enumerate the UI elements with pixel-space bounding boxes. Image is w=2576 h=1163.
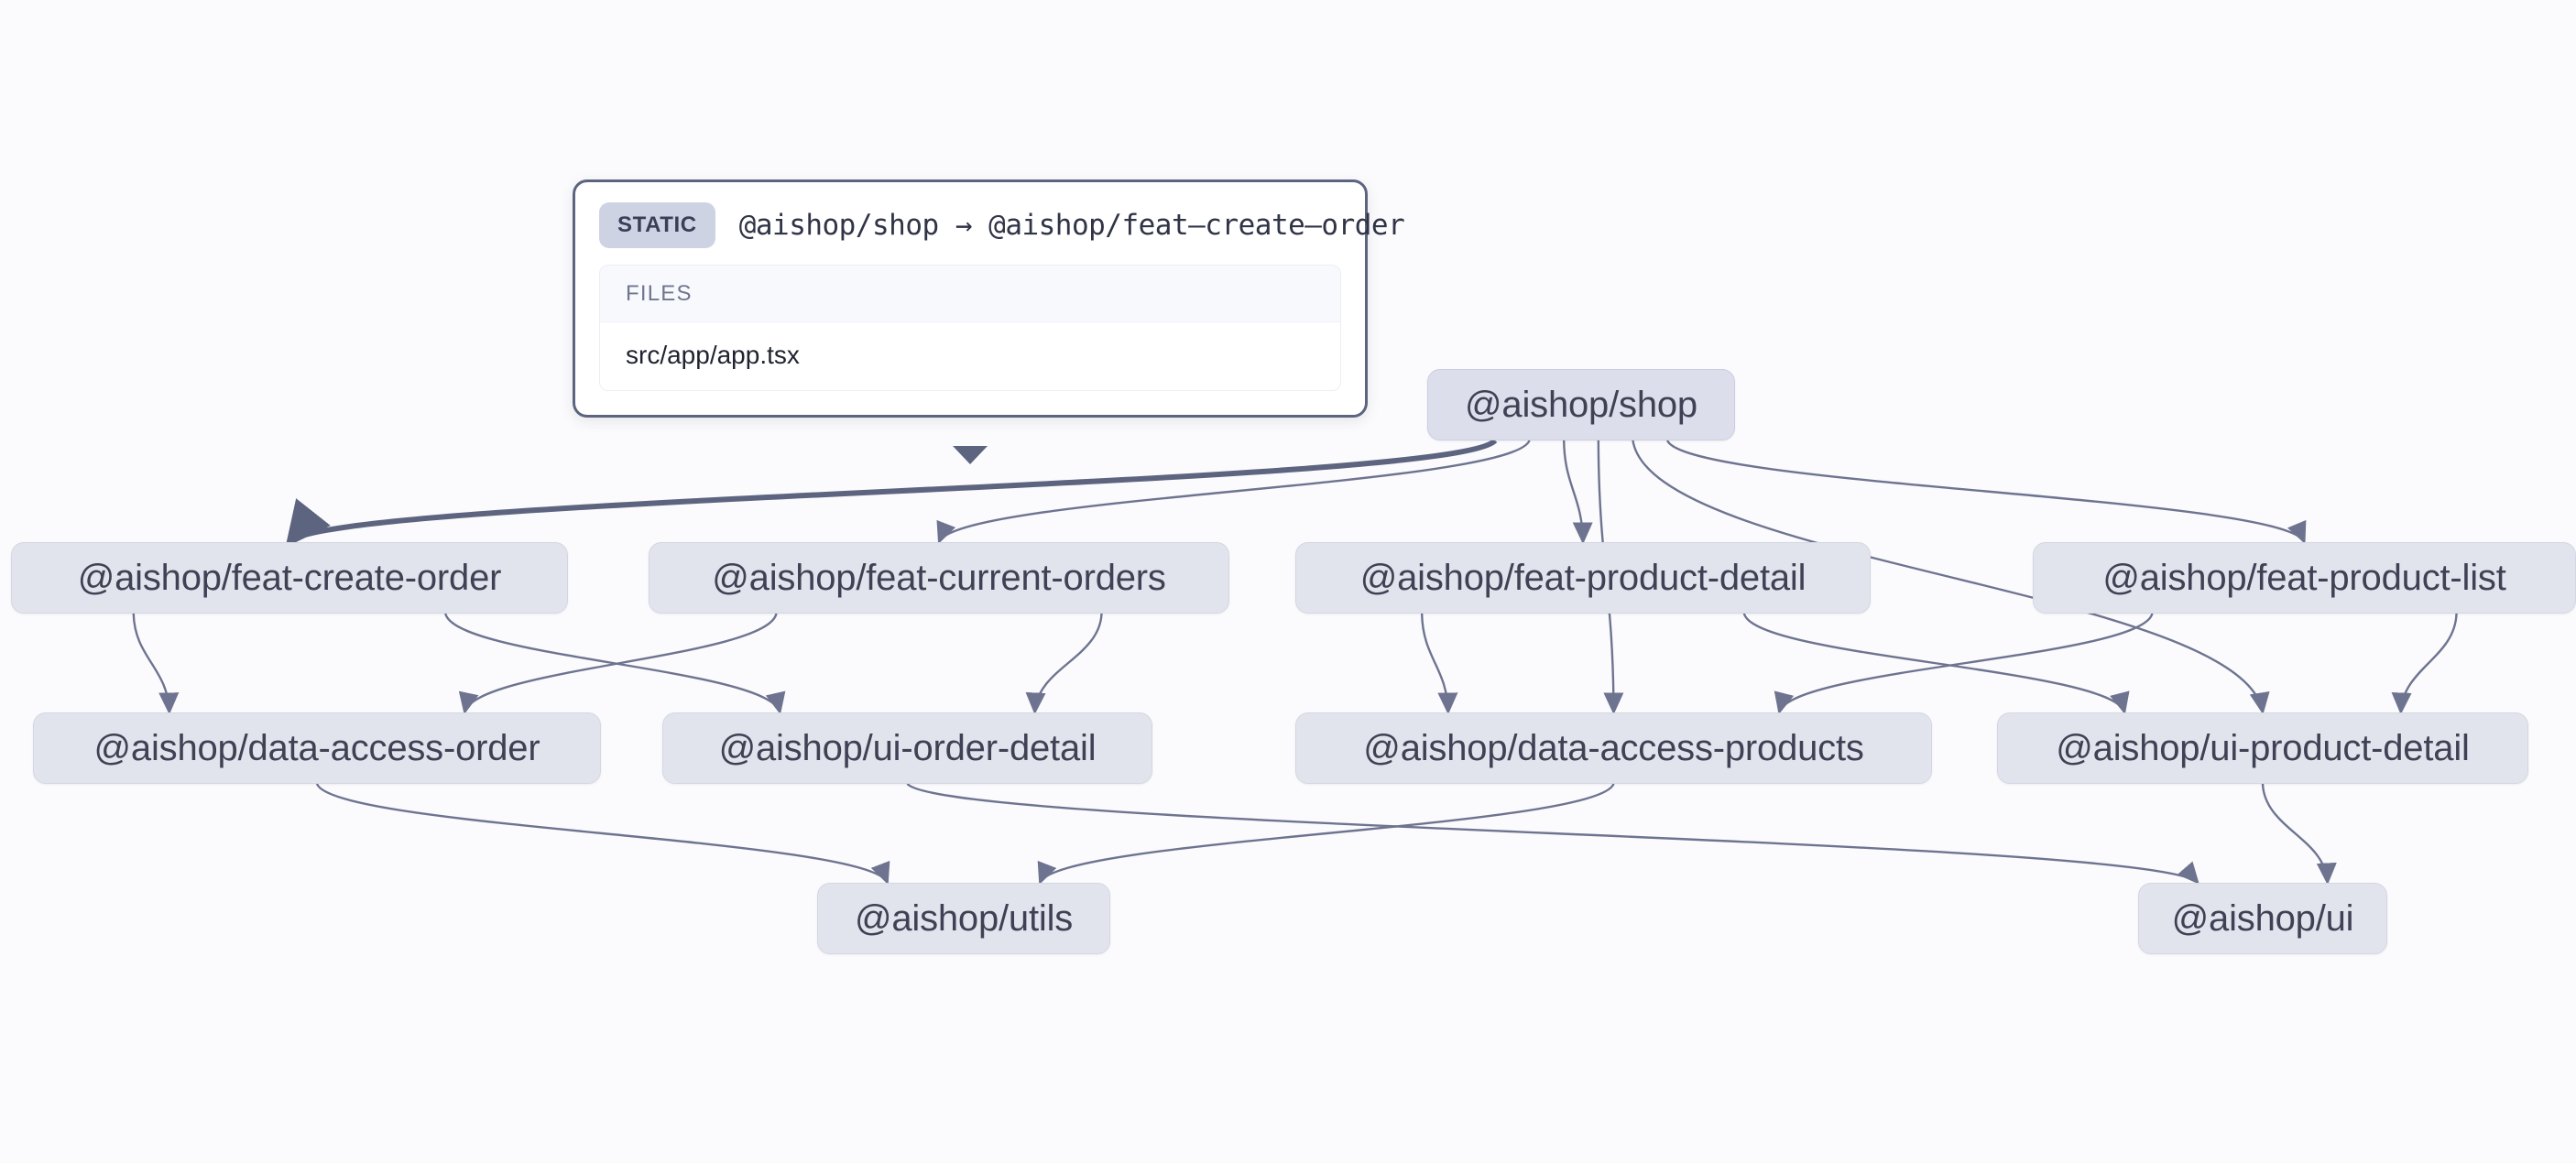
graph-edge-shop-to-feat-current-orders[interactable] <box>936 440 1531 545</box>
graph-node-feat-product-list[interactable]: @aishop/feat-product-list <box>2033 542 2576 614</box>
graph-node-label: @aishop/ui <box>2171 897 2354 939</box>
graph-node-utils[interactable]: @aishop/utils <box>817 883 1110 954</box>
graph-edge-feat-create-order-to-data-access-order[interactable] <box>132 613 180 715</box>
tooltip-header: STATIC @aishop/shop → @aishop/feat–creat… <box>575 182 1405 261</box>
file-list-item[interactable]: src/app/app.tsx <box>600 322 1340 390</box>
files-panel: FILES src/app/app.tsx <box>599 265 1341 391</box>
graph-node-shop[interactable]: @aishop/shop <box>1427 369 1735 440</box>
graph-node-label: @aishop/feat-current-orders <box>712 557 1166 598</box>
graph-node-data-access-order[interactable]: @aishop/data-access-order <box>33 712 601 784</box>
graph-edge-data-access-order-to-utils[interactable] <box>315 783 890 886</box>
graph-node-label: @aishop/data-access-order <box>93 727 540 768</box>
graph-edge-shop-to-feat-create-order[interactable] <box>285 438 1498 548</box>
graph-node-label: @aishop/utils <box>854 897 1074 939</box>
graph-edge-feat-product-list-to-ui-product-detail[interactable] <box>2391 613 2458 715</box>
edge-tooltip-card[interactable]: STATIC @aishop/shop → @aishop/feat–creat… <box>573 179 1405 418</box>
tooltip-title: @aishop/shop → @aishop/feat–create–order <box>738 209 1405 242</box>
graph-edge-feat-product-list-to-data-access-products[interactable] <box>1774 613 2154 715</box>
graph-node-label: @aishop/feat-product-detail <box>1359 557 1806 598</box>
graph-node-ui-product-detail[interactable]: @aishop/ui-product-detail <box>1997 712 2528 784</box>
graph-node-label: @aishop/data-access-products <box>1363 727 1864 768</box>
graph-edge-feat-product-detail-to-ui-product-detail[interactable] <box>1742 613 2130 715</box>
graph-edge-feat-product-detail-to-data-access-products[interactable] <box>1420 613 1458 715</box>
static-badge: STATIC <box>599 202 715 248</box>
graph-node-label: @aishop/shop <box>1465 384 1697 425</box>
graph-node-ui[interactable]: @aishop/ui <box>2138 883 2387 954</box>
graph-edge-ui-product-detail-to-ui[interactable] <box>2261 783 2337 886</box>
graph-edge-feat-create-order-to-ui-order-detail[interactable] <box>444 613 786 715</box>
graph-node-feat-create-order[interactable]: @aishop/feat-create-order <box>11 542 568 614</box>
graph-node-label: @aishop/feat-create-order <box>77 557 502 598</box>
graph-node-label: @aishop/ui-product-detail <box>2056 727 2470 768</box>
graph-edge-shop-to-feat-product-list[interactable] <box>1665 440 2307 545</box>
graph-edge-feat-current-orders-to-data-access-order[interactable] <box>458 613 778 715</box>
files-panel-header: FILES <box>600 266 1340 322</box>
tooltip-pointer <box>953 446 988 464</box>
graph-node-label: @aishop/ui-order-detail <box>718 727 1097 768</box>
graph-node-data-access-products[interactable]: @aishop/data-access-products <box>1295 712 1932 784</box>
graph-edge-data-access-products-to-utils[interactable] <box>1037 783 1615 886</box>
graph-node-feat-product-detail[interactable]: @aishop/feat-product-detail <box>1295 542 1871 614</box>
graph-node-label: @aishop/feat-product-list <box>2102 557 2506 598</box>
graph-node-ui-order-detail[interactable]: @aishop/ui-order-detail <box>662 712 1152 784</box>
graph-node-feat-current-orders[interactable]: @aishop/feat-current-orders <box>649 542 1229 614</box>
graph-edge-shop-to-feat-product-detail[interactable] <box>1562 440 1593 545</box>
graph-edge-ui-order-detail-to-ui[interactable] <box>906 783 2199 885</box>
graph-edge-feat-current-orders-to-ui-order-detail[interactable] <box>1025 613 1103 715</box>
